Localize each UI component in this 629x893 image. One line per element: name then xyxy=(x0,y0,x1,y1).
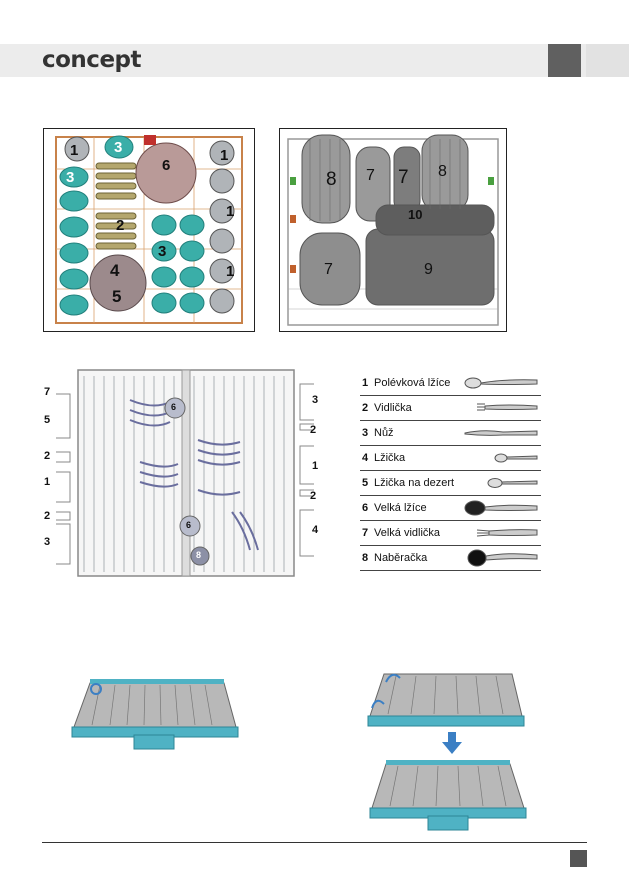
lower-basket-drawing xyxy=(287,134,499,326)
legend-label: Lžička xyxy=(374,452,406,464)
ur-label-7c: 7 xyxy=(324,261,333,278)
legend-item: 8 Naběračka xyxy=(360,546,541,571)
teaspoon-icon xyxy=(494,453,538,463)
tray-left-2b: 2 xyxy=(44,510,51,522)
legend-number: 3 xyxy=(362,427,369,439)
legend-item: 3 Nůž xyxy=(360,421,541,446)
legend-number: 7 xyxy=(362,527,369,539)
header-light-box xyxy=(586,44,629,77)
tray-left-2a: 2 xyxy=(44,450,51,462)
tray-photo-right-top xyxy=(366,664,526,738)
ur-label-7a: 7 xyxy=(366,167,375,184)
tray-right-2a: 2 xyxy=(310,424,317,436)
dessert-spoon-icon xyxy=(487,478,538,488)
legend-number: 1 xyxy=(362,377,369,389)
tray-right-4: 4 xyxy=(312,524,319,536)
legend-label: Polévková lžíce xyxy=(374,377,451,389)
legend-number: 5 xyxy=(362,477,369,489)
legend-item: 7 Velká vidlička xyxy=(360,521,541,546)
ul-label-4: 4 xyxy=(110,261,120,280)
ul-label-1c: 1 xyxy=(226,203,235,220)
ul-label-6: 6 xyxy=(162,157,171,174)
legend-item: 6 Velká lžíce xyxy=(360,496,541,521)
ur-label-10: 10 xyxy=(408,207,423,222)
brand-logo: concept xyxy=(42,47,142,73)
ur-label-8a: 8 xyxy=(326,169,337,190)
tray-photo-right-top-drawing xyxy=(367,673,525,727)
footer-page-box xyxy=(570,850,587,867)
legend-item: 4 Lžička xyxy=(360,446,541,471)
legend-label: Lžička na dezert xyxy=(374,477,455,489)
legend-number: 8 xyxy=(362,552,369,564)
upper-basket-loading-figure: 1 3 3 6 1 1 2 3 4 5 1 xyxy=(43,128,255,332)
tray-left-7: 7 xyxy=(44,386,51,398)
legend-label: Naběračka xyxy=(374,552,428,564)
tray-marker-8: 8 xyxy=(196,550,202,560)
soup-spoon-icon xyxy=(464,377,538,389)
ul-label-1b: 1 xyxy=(220,147,229,164)
ul-label-3c: 3 xyxy=(158,243,167,260)
legend-number: 2 xyxy=(362,402,369,414)
legend-label: Velká vidlička xyxy=(374,527,441,539)
ur-label-8b: 8 xyxy=(438,163,447,180)
legend-label: Nůž xyxy=(374,427,394,439)
legend-item: 1 Polévková lžíce xyxy=(360,371,541,396)
tray-marker-6b: 6 xyxy=(186,520,192,530)
upper-basket-drawing xyxy=(55,135,243,324)
cutlery-tray-drawing xyxy=(56,369,314,577)
large-fork-icon xyxy=(476,529,538,537)
ur-label-7b: 7 xyxy=(398,167,409,188)
knife-icon xyxy=(464,430,538,436)
tray-marker-6a: 6 xyxy=(171,402,177,412)
page-header xyxy=(0,44,629,77)
header-dark-box xyxy=(548,44,581,77)
legend-item: 5 Lžička na dezert xyxy=(360,471,541,496)
ladle-icon xyxy=(467,549,538,567)
ul-label-2: 2 xyxy=(116,217,125,234)
ul-label-3b: 3 xyxy=(66,169,75,186)
tray-photo-right-bottom-drawing xyxy=(369,760,527,831)
fork-icon xyxy=(477,403,538,411)
tray-left-5: 5 xyxy=(44,414,51,426)
cutlery-legend: 1 Polévková lžíce 2 Vidlička 3 Nůž 4 Lži… xyxy=(360,371,541,571)
large-spoon-icon xyxy=(464,500,538,516)
lower-basket-loading-figure: 8 7 7 8 10 7 9 xyxy=(279,128,507,332)
ul-label-1d: 1 xyxy=(226,263,235,280)
legend-number: 6 xyxy=(362,502,369,514)
tray-left-3: 3 xyxy=(44,536,51,548)
tray-photo-left xyxy=(70,675,240,753)
tray-left-1: 1 xyxy=(44,476,51,488)
legend-number: 4 xyxy=(362,452,369,464)
footer-divider xyxy=(42,842,587,843)
tray-right-3: 3 xyxy=(312,394,319,406)
ul-label-5: 5 xyxy=(112,287,122,306)
ul-label-1a: 1 xyxy=(70,142,79,159)
tray-right-2b: 2 xyxy=(310,490,317,502)
cutlery-tray-figure: 7 5 2 1 2 3 3 2 1 2 4 6 6 8 xyxy=(44,366,326,582)
ul-label-3a: 3 xyxy=(114,139,123,156)
tray-photo-left-drawing xyxy=(71,679,239,750)
ur-label-9: 9 xyxy=(424,261,433,278)
tray-photo-right-bottom xyxy=(366,756,530,834)
tray-right-1: 1 xyxy=(312,460,319,472)
legend-label: Vidlička xyxy=(374,402,412,414)
legend-item: 2 Vidlička xyxy=(360,396,541,421)
legend-label: Velká lžíce xyxy=(374,502,427,514)
down-arrow-icon xyxy=(442,732,462,754)
